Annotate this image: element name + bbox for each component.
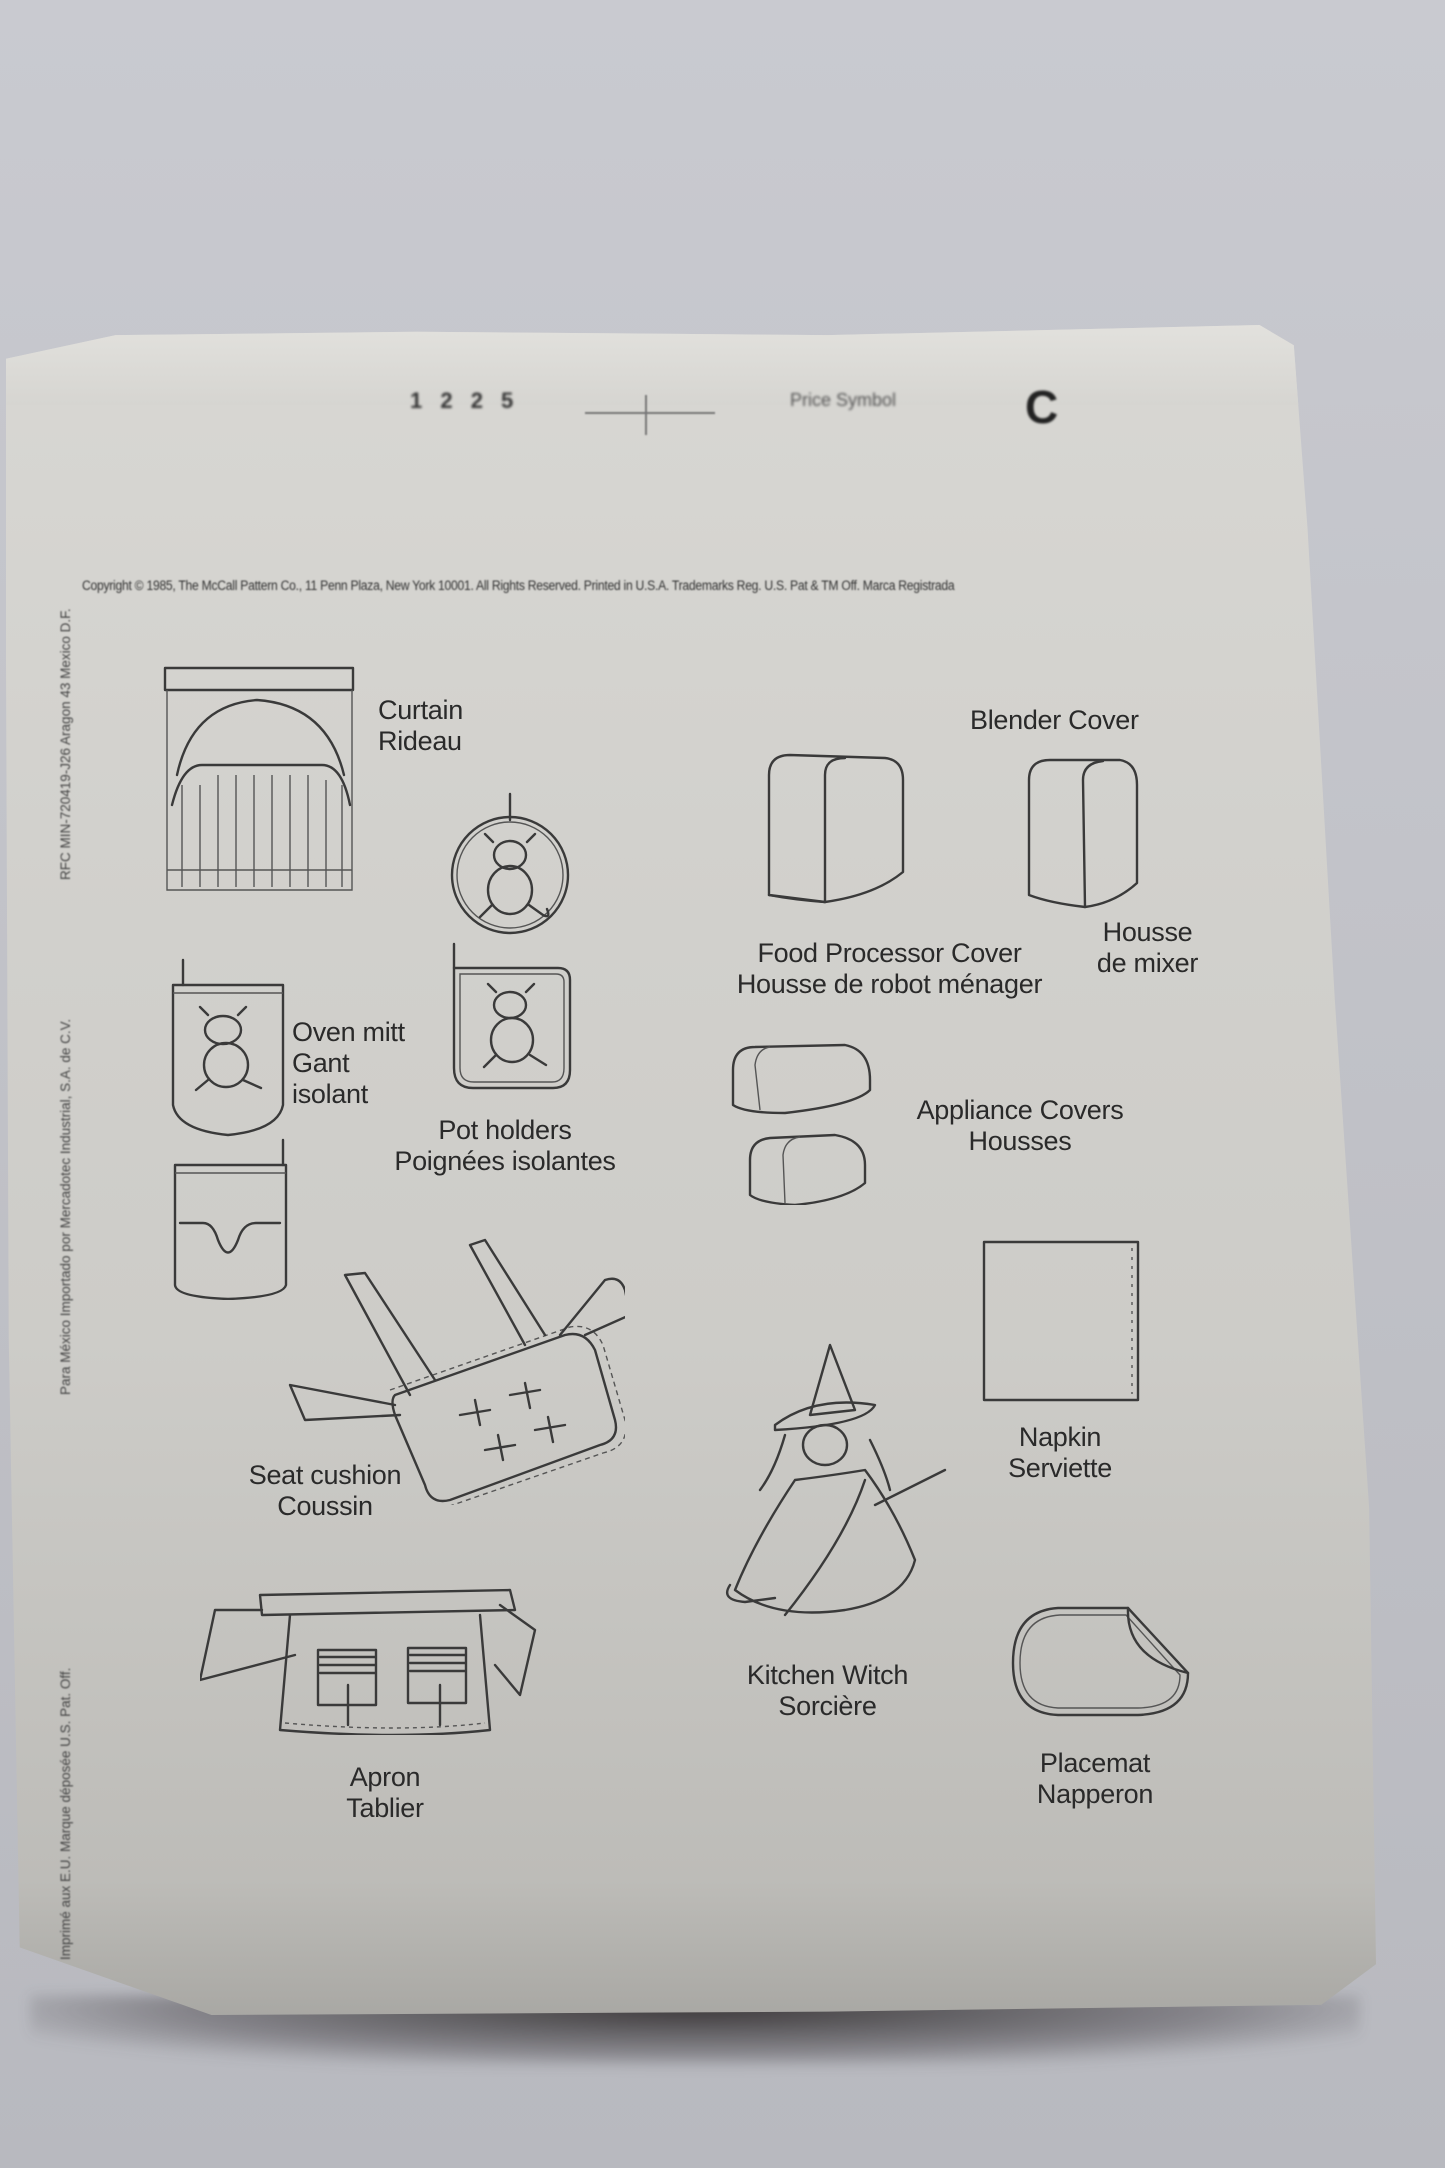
- side-text-middle: Para México Importado por Mercadotec Ind…: [58, 1018, 73, 1395]
- appliance-covers-label: Appliance Covers Housses: [916, 1095, 1124, 1156]
- price-code-letter: C: [1025, 381, 1059, 433]
- blender-cover-illustration: [1027, 758, 1139, 909]
- round-pot-holder-illustration: [450, 792, 570, 935]
- side-text-upper: RFC MIN-720419-J26 Aragon 43 Mexico D.F.: [58, 608, 73, 880]
- registration-mark-vertical: [645, 395, 647, 435]
- apron-label: Apron Tablier: [346, 1762, 424, 1823]
- square-pot-holder-illustration: [452, 942, 572, 1090]
- blender-cover-french-label: Housse de mixer: [1096, 917, 1199, 978]
- appliance-covers-illustration: [731, 1043, 872, 1205]
- placemat-illustration: [1011, 1606, 1190, 1717]
- seat-cushion-illustration: [288, 1238, 625, 1505]
- price-symbol-label: Price Symbol: [790, 390, 897, 410]
- food-processor-cover-label: Food Processor Cover Housse de robot mén…: [736, 938, 1043, 999]
- napkin-label: Napkin Serviette: [1008, 1422, 1112, 1483]
- pot-holders-label: Pot holders Poignées isolantes: [394, 1115, 616, 1176]
- food-processor-cover-illustration: [767, 753, 905, 904]
- placemat-label: Placemat Napperon: [1036, 1748, 1154, 1809]
- curtain-label: Curtain Rideau: [378, 695, 463, 756]
- apron-illustration: [200, 1588, 537, 1735]
- pattern-envelope-back: [6, 325, 1376, 2015]
- oven-mitt-illustration: [171, 958, 288, 1300]
- oven-mitt-label: Oven mitt Gant isolant: [292, 1017, 405, 1109]
- blender-cover-title: Blender Cover: [970, 705, 1139, 735]
- pattern-number: 1 2 2 5: [410, 388, 520, 413]
- copyright-line: Copyright © 1985, The McCall Pattern Co.…: [82, 578, 955, 593]
- envelope-top-flap: [6, 325, 1376, 405]
- napkin-illustration: [982, 1240, 1140, 1402]
- side-text-lower: Imprimé aux E.U. Marque déposée U.S. Pat…: [58, 1667, 73, 1960]
- kitchen-witch-illustration: [725, 1343, 947, 1617]
- kitchen-witch-label: Kitchen Witch Sorcière: [746, 1660, 909, 1721]
- registration-mark-horizontal: [585, 412, 715, 414]
- curtain-illustration: [163, 666, 355, 891]
- seat-cushion-label: Seat cushion Coussin: [248, 1460, 402, 1521]
